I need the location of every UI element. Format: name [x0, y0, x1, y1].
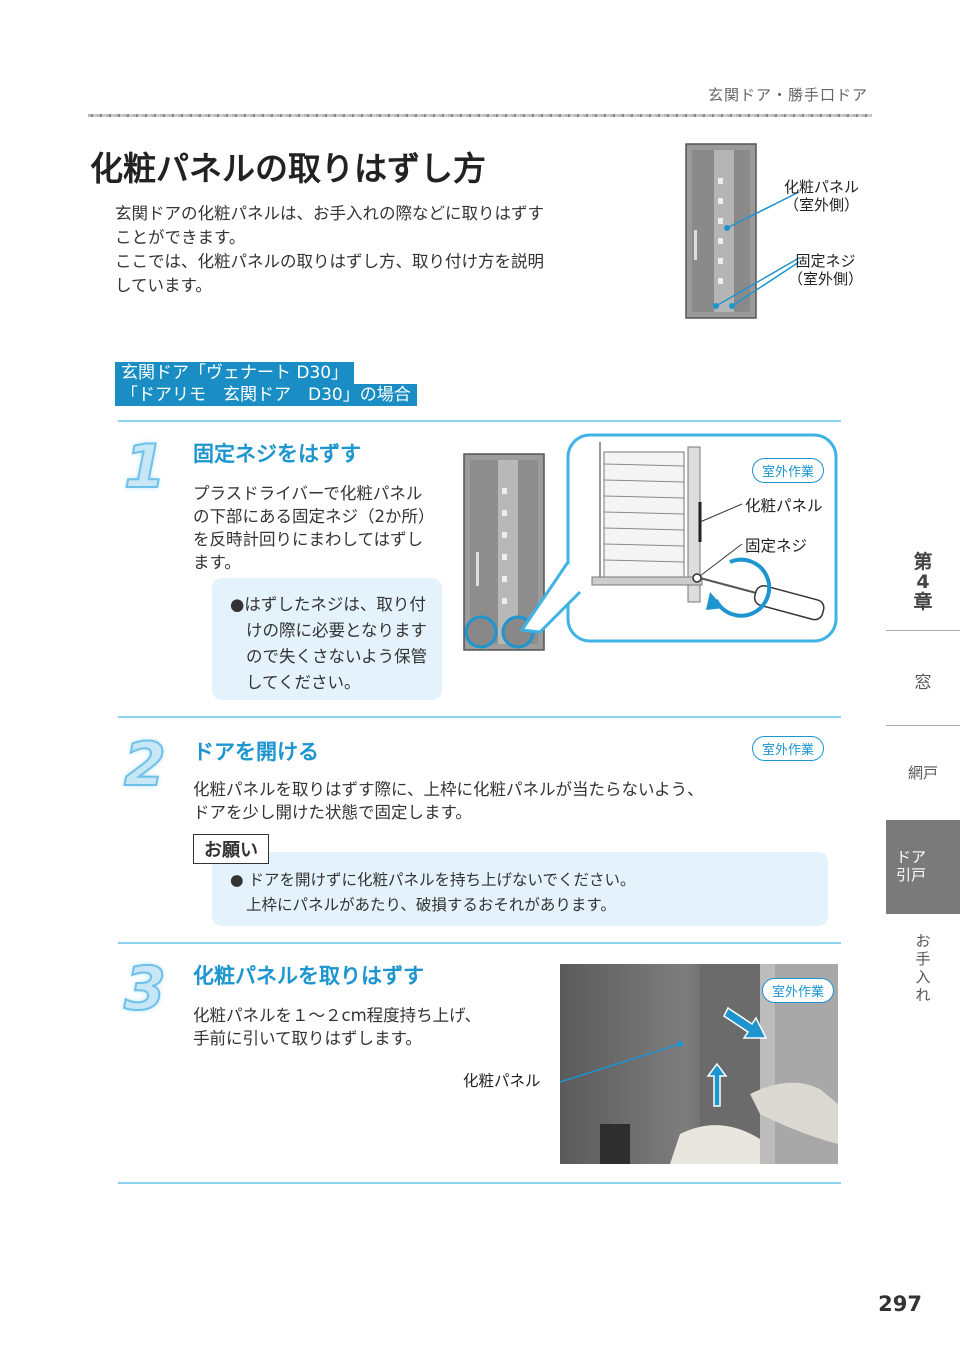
header-divider	[88, 114, 872, 117]
step-body: 化粧パネルを取りはずす際に、上枠に化粧パネルが当たらないよう、 ドアを少し開けた…	[193, 778, 813, 824]
product-line: 玄関ドア「ヴェナート D30」	[115, 362, 355, 384]
screw-detail-illustration	[520, 433, 838, 643]
page-title: 化粧パネルの取りはずし方	[90, 149, 486, 188]
section-divider	[118, 1182, 841, 1184]
figure-label-screw: 固定ネジ （室外側）	[788, 252, 863, 288]
section-divider	[118, 716, 841, 718]
step-body-line: 化粧パネルを取りはずす際に、上枠に化粧パネルが当たらないよう、	[193, 780, 704, 799]
intro-text: 玄関ドアの化粧パネルは、お手入れの際などに取りはずす ことができます。 ここでは…	[115, 202, 595, 298]
side-divider	[886, 725, 960, 726]
side-tab-char: ドア	[896, 848, 927, 866]
caution-box: ● ドアを開けずに化粧パネルを持ち上げないでください。 上枠にパネルがあたり、破…	[212, 852, 828, 926]
step-body-line: ドアを少し開けた状態で固定します。	[193, 803, 472, 822]
section-divider	[118, 420, 841, 422]
side-tab-char: 引戸	[896, 866, 927, 884]
side-tab-window[interactable]: 窓	[914, 673, 932, 693]
step-body: プラスドライバーで化粧パネル の下部にある固定ネジ（2か所） を反時計回りにまわ…	[193, 482, 453, 574]
step-body-line: プラスドライバーで化粧パネル	[193, 484, 423, 503]
request-label: お願い	[193, 834, 269, 864]
side-tab-chapter[interactable]: 第 4 章	[886, 552, 960, 612]
outdoor-work-badge: 室外作業	[752, 458, 825, 483]
side-tab-char: 第	[913, 551, 933, 573]
step-body-line: 化粧パネルを１～２cm程度持ち上げ、	[193, 1006, 481, 1025]
figure-label-line: （室外側）	[784, 196, 860, 214]
step-body: 化粧パネルを１～２cm程度持ち上げ、 手前に引いて取りはずします。	[193, 1004, 553, 1050]
side-tab-char: 手	[915, 950, 931, 968]
step-number: 3	[123, 953, 167, 1025]
detail-label-screw: 固定ネジ	[745, 537, 808, 555]
step-number: 1	[123, 431, 167, 503]
side-tab-char: れ	[915, 986, 931, 1004]
product-line: 「ドアリモ 玄関ドア D30」の場合	[115, 384, 417, 406]
side-tab-char: 4	[916, 571, 930, 593]
side-tab-char: お	[915, 932, 931, 950]
figure-label-line: （室外側）	[788, 270, 864, 288]
step-heading: 化粧パネルを取りはずす	[193, 964, 424, 988]
step-heading: 固定ネジをはずす	[193, 442, 361, 466]
note-line: けの際に必要となります	[246, 621, 428, 640]
intro-line: しています。	[115, 276, 212, 295]
note-line: ので失くさないよう保管	[246, 647, 428, 666]
note-line: ●はずしたネジは、取り付	[230, 595, 426, 614]
step-heading: ドアを開ける	[193, 740, 319, 764]
door-overview-illustration	[685, 143, 800, 319]
intro-line: ことができます。	[115, 228, 246, 247]
section-divider	[118, 942, 841, 944]
outdoor-work-badge: 室外作業	[762, 978, 835, 1003]
side-tab-door-label: ドア 引戸	[896, 848, 926, 884]
page-number: 297	[878, 1292, 922, 1316]
figure-label-line: 化粧パネル	[784, 178, 860, 196]
step-number: 2	[123, 729, 167, 801]
side-tab-door-active[interactable]: ドア 引戸	[886, 820, 960, 914]
side-tab-char: 章	[913, 591, 933, 613]
side-tab-char: 入	[915, 968, 931, 986]
step-body-line: ます。	[193, 553, 241, 572]
note-box: ●はずしたネジは、取り付 けの際に必要となります ので失くさないよう保管 してく…	[212, 578, 442, 700]
product-badge: 玄関ドア「ヴェナート D30」 「ドアリモ 玄関ドア D30」の場合	[115, 362, 417, 406]
step-body-line: 手前に引いて取りはずします。	[193, 1029, 422, 1048]
outdoor-work-badge: 室外作業	[752, 736, 825, 761]
header-category: 玄関ドア・勝手口ドア	[707, 86, 868, 104]
figure-label-panel: 化粧パネル （室外側）	[784, 178, 859, 214]
intro-line: ここでは、化粧パネルの取りはずし方、取り付け方を説明	[115, 252, 544, 271]
detail-label-panel: 化粧パネル	[745, 497, 823, 515]
caution-line: ● ドアを開けずに化粧パネルを持ち上げないでください。	[230, 871, 636, 889]
side-tab-care[interactable]: お 手 入 れ	[886, 932, 960, 1004]
caution-line: 上枠にパネルがあたり、破損するおそれがあります。	[246, 896, 616, 914]
figure-label-line: 固定ネジ	[795, 252, 856, 270]
side-divider	[886, 630, 960, 631]
photo-label-panel: 化粧パネル	[463, 1072, 541, 1090]
step-body-line: を反時計回りにまわしてはずし	[193, 530, 424, 549]
intro-line: 玄関ドアの化粧パネルは、お手入れの際などに取りはずす	[115, 204, 544, 223]
note-line: してください。	[246, 673, 361, 692]
step-body-line: の下部にある固定ネジ（2か所）	[193, 507, 435, 526]
side-tab-screen[interactable]: 網戸	[907, 764, 938, 782]
